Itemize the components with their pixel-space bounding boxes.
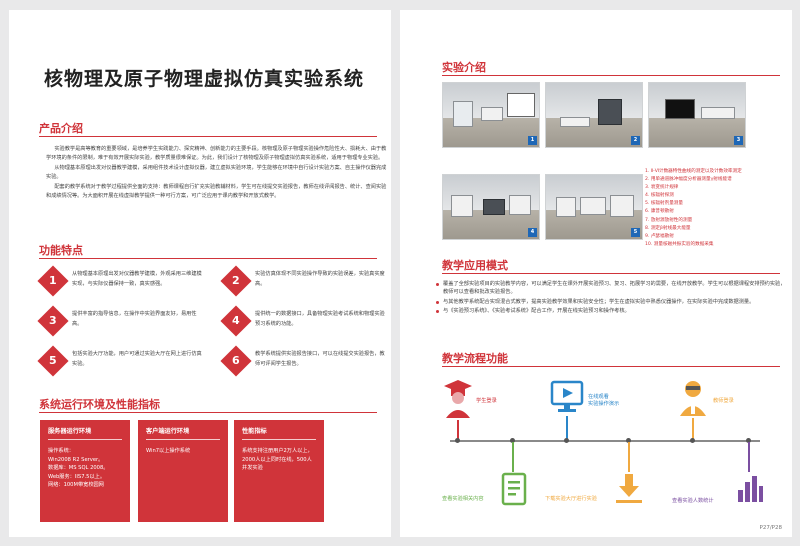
feature-item: 1 从物理基本原理出发对仪器教学建模，外观采用三维建模实现，与实际仪器保持一致，…: [37, 265, 202, 310]
feature-text: 教学系统提供实验报告接口，可以在线提交实验报告，教师可评阅学生报告。: [255, 351, 385, 367]
teaching-mode-divider: [442, 273, 780, 274]
experiment-list-item: 2. 用单通道脉冲幅度分析器测量γ射线能谱: [645, 177, 732, 183]
teaching-mode-list: 覆盖了全部实验项目的实验教学内容，可以满足学生在课外开展实验预习、复习、拓展学习…: [436, 280, 788, 317]
intro-paragraph: 从物理基本原理出发对仪器教学建模，采用组件技术设计虚拟仪器，建立虚拟实验环境，学…: [46, 164, 387, 181]
env-box-body: 操作系统： Win2008 R2 Server。 数据库：MS SQL 2008…: [48, 448, 109, 489]
experiment-screenshot: 3: [648, 82, 746, 148]
teaching-mode-item: 与《实验预习系统》、《实验考试系统》配合工作，开展在线实验预习和操作考核。: [436, 307, 788, 315]
page-title: 核物理及原子物理虚拟仿真实验系统: [44, 68, 365, 90]
teacher-icon: [680, 381, 706, 416]
intro-paragraph: 实验教学是高等教育的重要领域，是培养学生实践能力、探究精神、创新能力的主要手段。…: [46, 146, 387, 162]
screenshot-number: 1: [528, 136, 537, 145]
teaching-mode-heading: 教学应用模式: [442, 259, 508, 272]
feature-text: 包括实验大厅功能，用户可通过实验大厅在网上进行仿真实验。: [72, 351, 202, 367]
feature-text: 从物理基本原理出发对仪器教学建模，外观采用三维建模实现，与实际仪器保持一致，真实…: [72, 271, 202, 287]
experiment-screenshot: 5: [545, 174, 643, 240]
timeline-line: [450, 440, 760, 442]
timeline-dot: [455, 438, 460, 443]
workflow-heading: 教学流程功能: [442, 352, 508, 365]
teaching-mode-item: 与其他教学系统配合实现混合式教学，提高实验教学效果和实验安全性；学生在虚拟实验中…: [436, 298, 788, 306]
connector: [692, 418, 694, 440]
experiment-screenshot: 1: [442, 82, 540, 148]
connector: [628, 442, 630, 472]
env-divider: [39, 412, 377, 413]
experiment-list-item: 6. 康普顿散射: [645, 209, 674, 215]
timeline-dot: [746, 438, 751, 443]
env-heading: 系统运行环境及性能指标: [39, 398, 160, 411]
feature-number-badge: 6: [220, 345, 252, 377]
screenshot-number: 3: [734, 136, 743, 145]
connector: [748, 442, 750, 472]
experiment-list-item: 7. 放射源放射性的测量: [645, 217, 693, 223]
view-content-label: 查看实验相关内容: [442, 496, 484, 502]
feature-text: 提供丰富的指导信息，在操作中实验界面友好，易用性高。: [72, 311, 197, 327]
experiment-list-item: 3. 衰变统计规律: [645, 185, 679, 191]
bar-stats-icon: [738, 476, 763, 502]
intro-text: 实验教学是高等教育的重要领域，是培养学生实践能力、探究精神、创新能力的主要手段。…: [46, 145, 389, 201]
feature-item: 3 提供丰富的指导信息，在操作中实验界面友好，易用性高。: [37, 305, 202, 350]
experiments-heading: 实验介绍: [442, 61, 486, 74]
env-box-title: 性能指标: [242, 426, 316, 440]
connector: [512, 442, 514, 472]
left-page: 核物理及原子物理虚拟仿真实验系统 产品介绍 实验教学是高等教育的重要领域，是培养…: [9, 10, 391, 537]
feature-number-badge: 5: [37, 345, 69, 377]
timeline-dot: [690, 438, 695, 443]
intro-divider: [39, 136, 377, 137]
experiment-list-item: 9. 卢瑟福散射: [645, 233, 674, 239]
features-divider: [39, 258, 377, 259]
timeline-dot: [510, 438, 515, 443]
client-env-box: 客户端运行环境 Win7以上操作系统: [138, 420, 228, 522]
env-box-body: Win7以上操作系统: [146, 448, 191, 454]
screenshot-number: 2: [631, 136, 640, 145]
experiment-screenshot: 4: [442, 174, 540, 240]
student-graduate-icon: [444, 380, 472, 418]
feature-number-badge: 1: [37, 265, 69, 297]
feature-item: 4 提供统一的数据接口，具备物理实验考试系统和物理实验预习系统的功能。: [220, 305, 385, 350]
monitor-play-icon: [550, 380, 584, 412]
experiments-divider: [442, 75, 780, 76]
experiment-list-item: 8. 测定β射线最大能量: [645, 225, 691, 231]
view-stats-label: 查看实验人数统计: [672, 498, 714, 504]
env-box-title: 客户端运行环境: [146, 426, 220, 440]
feature-text: 实验仿真体现不同实验操作导致的实验误差，实验真实度高。: [255, 271, 385, 287]
teaching-mode-item: 覆盖了全部实验项目的实验教学内容，可以满足学生在课外开展实验预习、复习、拓展学习…: [436, 280, 788, 297]
page-number: P27/P28: [759, 525, 782, 531]
watch-demo-label: 在线观看 实验操作演示: [588, 394, 620, 407]
experiment-screenshot: 2: [545, 82, 643, 148]
screenshot-number: 4: [528, 228, 537, 237]
document-list-icon: [501, 472, 527, 506]
feature-item: 6 教学系统提供实验报告接口，可以在线提交实验报告，教师可评阅学生报告。: [220, 345, 385, 390]
intro-paragraph: 配套的教学系统对于教学过程提供全面的支持：教师课程自行扩充实验教辅材料，学生可在…: [46, 183, 387, 200]
feature-number-badge: 2: [220, 265, 252, 297]
feature-text: 提供统一的数据接口，具备物理实验考试系统和物理实验预习系统的功能。: [255, 311, 385, 327]
experiment-list: 1. Ⅱ-Ⅵ计数器特性曲线的测定以及计数效率测定 2. 用单通道脉冲幅度分析器测…: [645, 168, 785, 249]
student-login-label: 学生登录: [476, 398, 497, 404]
feature-number-badge: 3: [37, 305, 69, 337]
experiment-list-item: 10. 测量核磁共振实验的数据采集: [645, 241, 714, 247]
feature-item: 5 包括实验大厅功能，用户可通过实验大厅在网上进行仿真实验。: [37, 345, 202, 390]
env-box-body: 系统支持注册用户2万人以上，2000人以上同时在线，500人并发实验: [242, 448, 313, 472]
feature-item: 2 实验仿真体现不同实验操作导致的实验误差，实验真实度高。: [220, 265, 385, 310]
experiment-list-item: 1. Ⅱ-Ⅵ计数器特性曲线的测定以及计数效率测定: [645, 169, 742, 174]
connector: [457, 420, 459, 440]
experiment-list-item: 4. 核辐射探测: [645, 193, 674, 199]
timeline-dot: [564, 438, 569, 443]
performance-box: 性能指标 系统支持注册用户2万人以上，2000人以上同时在线，500人并发实验: [234, 420, 324, 522]
features-heading: 功能特点: [39, 244, 83, 257]
feature-number-badge: 4: [220, 305, 252, 337]
download-icon: [616, 474, 642, 503]
server-env-box: 服务器运行环境 操作系统： Win2008 R2 Server。 数据库：MS …: [40, 420, 130, 522]
screenshot-number: 5: [631, 228, 640, 237]
workflow-divider: [442, 366, 780, 367]
connector: [566, 416, 568, 440]
right-page: 实验介绍 1 2 3 4 5 1. Ⅱ-Ⅵ计数器特性曲线的测定以及: [400, 10, 792, 537]
download-lab-label: 下载实验大厅进行实验: [545, 496, 597, 502]
experiment-list-item: 5. 核辐射剂量测量: [645, 201, 684, 207]
timeline-dot: [626, 438, 631, 443]
intro-heading: 产品介绍: [39, 122, 83, 135]
env-box-title: 服务器运行环境: [48, 426, 122, 440]
teacher-login-label: 教师登录: [713, 398, 734, 404]
